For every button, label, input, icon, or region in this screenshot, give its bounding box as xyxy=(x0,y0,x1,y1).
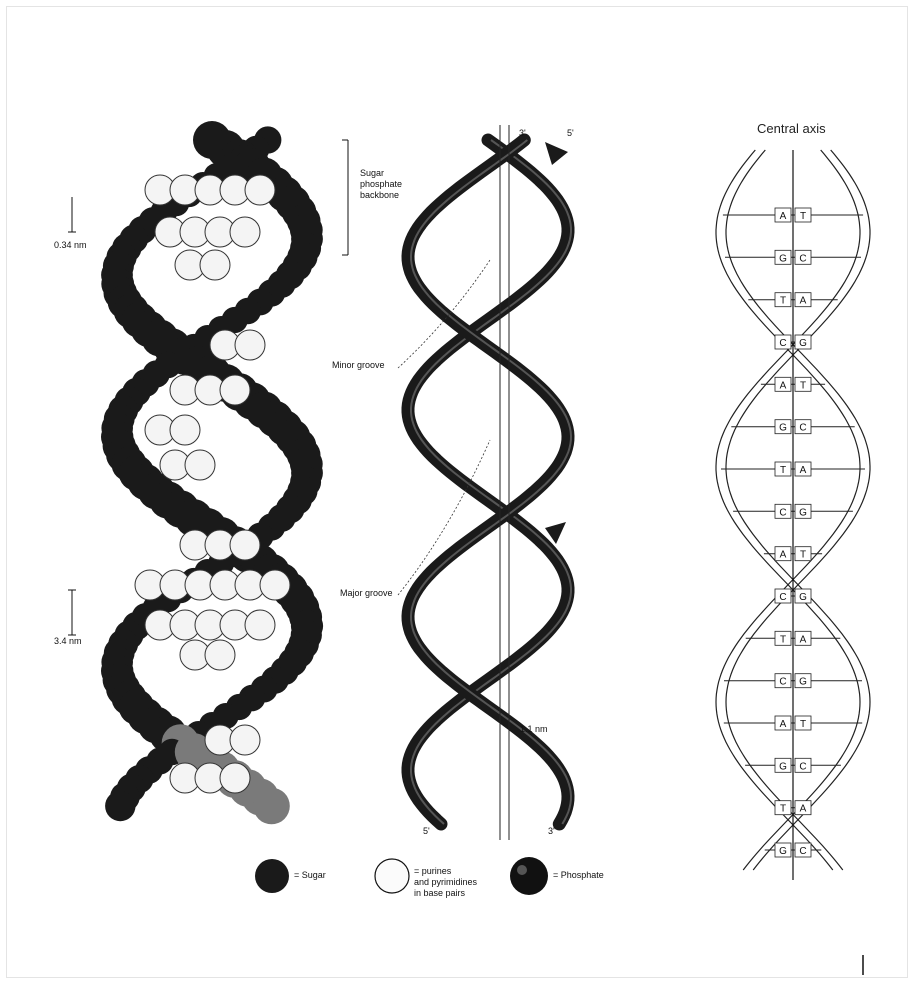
base-atom xyxy=(260,570,290,600)
ribbon-model xyxy=(408,140,571,824)
base-letter: G xyxy=(799,592,807,603)
ribbon-top-end-1: 3' xyxy=(519,128,526,139)
backbone-label: Sugar phosphate backbone xyxy=(360,168,430,201)
base-atom xyxy=(230,725,260,755)
base-letter: A xyxy=(780,719,787,730)
top-dimension-label: 0.34 nm xyxy=(54,240,87,251)
strand-arrow-head xyxy=(545,142,568,165)
ribbon-bottom-end-1: 5' xyxy=(423,826,430,837)
base-letter: C xyxy=(799,761,806,772)
base-letter: T xyxy=(780,296,786,307)
base-letter: C xyxy=(779,592,786,603)
ribbon-axis xyxy=(500,125,509,840)
base-letter: C xyxy=(779,677,786,688)
base-letter: G xyxy=(779,761,787,772)
base-letter: T xyxy=(780,465,786,476)
base-letter: T xyxy=(800,211,806,222)
base-atom xyxy=(170,415,200,445)
base-letter: T xyxy=(800,719,806,730)
space-filling-model xyxy=(101,121,323,824)
backbone-atom xyxy=(105,791,135,821)
base-letter: T xyxy=(780,804,786,815)
legend-phosphate-symbol xyxy=(510,857,548,895)
bottom-dimension-label: 3.4 nm xyxy=(54,636,82,647)
base-atom xyxy=(205,640,235,670)
base-letter: G xyxy=(779,423,787,434)
base-letter: A xyxy=(800,634,807,645)
base-letter: G xyxy=(779,846,787,857)
base-letter: C xyxy=(779,338,786,349)
base-letter: T xyxy=(780,634,786,645)
base-letter: C xyxy=(799,846,806,857)
base-letter: G xyxy=(799,677,807,688)
base-letter: C xyxy=(799,423,806,434)
backbone-atom xyxy=(253,788,290,825)
base-letter: C xyxy=(779,507,786,518)
base-letter: T xyxy=(800,550,806,561)
base-atom xyxy=(235,330,265,360)
base-letter: A xyxy=(780,211,787,222)
major-groove-label: Major groove xyxy=(340,588,393,599)
legend-bases-symbol xyxy=(375,859,409,893)
legend-bases-label: = purines and pyrimidines in base pairs xyxy=(414,866,494,899)
base-letter: A xyxy=(800,296,807,307)
base-atom xyxy=(220,375,250,405)
ribbon-bottom-end-2: 3' xyxy=(548,826,555,837)
legend-phosphate-label: = Phosphate xyxy=(553,870,604,881)
scale-label: 1.1 nm xyxy=(520,724,548,735)
ribbon-top-end-2: 5' xyxy=(567,128,574,139)
base-letter: A xyxy=(780,380,787,391)
base-letter: G xyxy=(799,507,807,518)
base-letter: C xyxy=(799,253,806,264)
legend-sugar-label: = Sugar xyxy=(294,870,326,881)
base-atom xyxy=(220,763,250,793)
base-letter: A xyxy=(800,465,807,476)
minor-groove-label: Minor groove xyxy=(332,360,385,371)
base-letter: A xyxy=(780,550,787,561)
base-atom xyxy=(245,610,275,640)
base-atom xyxy=(230,530,260,560)
base-letter: G xyxy=(799,338,807,349)
base-letter: T xyxy=(800,380,806,391)
base-letter: G xyxy=(779,253,787,264)
central-axis-label: Central axis xyxy=(757,121,826,136)
base-letter: A xyxy=(800,804,807,815)
base-atom xyxy=(245,175,275,205)
base-atom xyxy=(185,450,215,480)
legend-sugar-symbol xyxy=(255,859,289,893)
base-atom xyxy=(230,217,260,247)
base-atom xyxy=(200,250,230,280)
